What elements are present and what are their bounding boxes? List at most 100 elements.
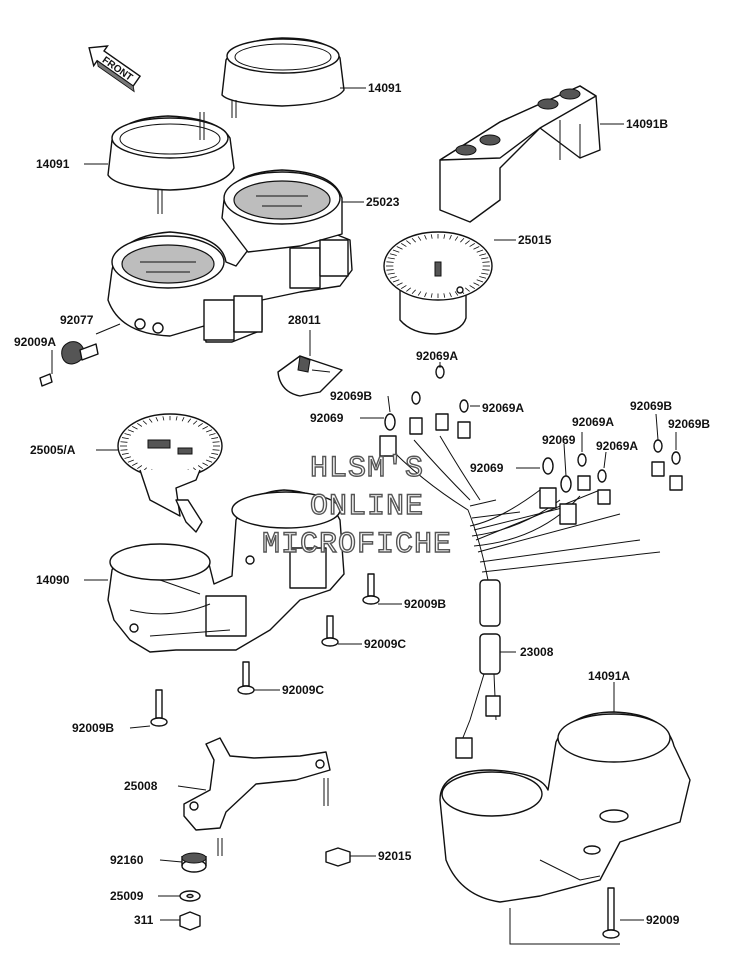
- dial-tick: [479, 253, 487, 256]
- wiring-harness-23008: [385, 435, 661, 759]
- label-25008: 25008: [124, 779, 158, 793]
- screw-92009a: [39, 373, 53, 387]
- dial-tick: [121, 437, 129, 440]
- watermark-line-3: MICROFICHE: [262, 528, 452, 562]
- meter-cover-b: [439, 85, 601, 223]
- front-arrow-icon: FRONT: [88, 45, 142, 93]
- collar-25009: [179, 890, 201, 902]
- label-92015: 92015: [378, 849, 412, 863]
- dial-tick: [473, 282, 480, 286]
- dial-tick: [387, 272, 395, 275]
- dial-tick: [476, 249, 484, 253]
- label-25005a: 25005/A: [30, 443, 76, 457]
- dial-tick: [211, 437, 219, 440]
- meter-cover-a: [439, 711, 691, 903]
- label-28011: 28011: [288, 313, 321, 327]
- dial-tick: [197, 422, 203, 427]
- dial-tick: [120, 441, 128, 443]
- label-92069a-3: 92069A: [572, 415, 614, 429]
- dial-tick: [401, 285, 407, 289]
- dial-tick: [120, 449, 128, 451]
- dial-tick: [443, 293, 446, 298]
- dial-tick: [396, 246, 403, 250]
- label-92077: 92077: [60, 313, 94, 327]
- label-92009a: 92009A: [14, 335, 56, 349]
- dial-tick: [464, 240, 470, 245]
- meter-case-lower: [107, 489, 345, 653]
- label-92069-1: 92069: [310, 411, 344, 425]
- dial-tick: [417, 236, 422, 241]
- dial-tick: [197, 465, 203, 470]
- label-92009b-right: 92009B: [404, 597, 446, 611]
- screw-92009b-left: [150, 689, 168, 727]
- dial-tick: [469, 285, 475, 289]
- dial-tick: [212, 449, 220, 451]
- dial-tick: [212, 441, 220, 443]
- dial-tick: [392, 279, 400, 283]
- bracket-25008: [183, 737, 331, 856]
- meter-ring-left: [107, 112, 235, 214]
- dial-tick: [124, 456, 131, 459]
- dial-tick: [411, 289, 416, 294]
- dial-tick: [449, 234, 452, 240]
- dial-tick: [430, 234, 433, 239]
- dial-tick: [396, 282, 403, 286]
- dial-tick: [430, 293, 433, 298]
- bulb-sockets: [379, 365, 683, 525]
- dial-tick: [401, 243, 407, 247]
- dial-tick: [476, 279, 484, 283]
- nut-92015: [325, 847, 351, 867]
- dial-tick: [206, 429, 213, 433]
- dial-tick: [209, 456, 216, 459]
- label-92069-3: 92069: [470, 461, 504, 475]
- dial-tick: [424, 234, 427, 240]
- label-14091b: 14091B: [626, 117, 668, 131]
- screw-92009b-right: [362, 573, 380, 605]
- gauge-face-25005a: [117, 413, 223, 533]
- dial-tick: [389, 276, 397, 279]
- label-92009: 92009: [646, 913, 680, 927]
- dial-tick: [406, 240, 412, 245]
- dial-tick: [137, 465, 143, 470]
- label-92009b-left: 92009B: [72, 721, 114, 735]
- leader-lines: [51, 87, 677, 921]
- dial-tick: [454, 291, 459, 296]
- dial-tick: [181, 417, 185, 422]
- dial-tick: [155, 417, 159, 422]
- label-92069a-4: 92069A: [596, 439, 638, 453]
- dial-tick: [132, 425, 138, 430]
- clip-28011: [277, 355, 343, 397]
- knob-92077: [61, 341, 99, 365]
- dial-tick: [424, 292, 427, 298]
- dial-tick: [124, 433, 131, 436]
- dial-tick: [482, 261, 490, 263]
- dial-tick: [142, 420, 148, 425]
- dial-tick: [460, 238, 465, 243]
- dial-tick: [209, 433, 216, 436]
- dial-tick: [449, 292, 452, 298]
- assembly-bracket-line: [509, 908, 620, 945]
- dial-tick: [469, 243, 475, 247]
- dial-tick: [202, 425, 208, 430]
- label-92009c-left: 92009C: [282, 683, 324, 697]
- label-92009c-right: 92009C: [364, 637, 406, 651]
- dial-tick: [443, 234, 446, 239]
- screw-92009c-right: [321, 615, 339, 647]
- screw-92009: [602, 887, 620, 939]
- dial-tick: [392, 249, 400, 253]
- dial-tick: [137, 422, 143, 427]
- label-92069b-1: 92069B: [330, 389, 372, 403]
- dial-tick: [482, 269, 490, 271]
- dial-tick: [162, 416, 165, 421]
- label-25015: 25015: [518, 233, 552, 247]
- dial-tick: [387, 257, 395, 260]
- dial-tick: [389, 253, 397, 256]
- dial-tick: [406, 287, 412, 292]
- dial-tick: [386, 269, 394, 271]
- nut-311: [179, 911, 201, 931]
- dial-tick: [192, 420, 198, 425]
- label-311: 311: [134, 913, 154, 927]
- label-92069a-1: 92069A: [416, 349, 458, 363]
